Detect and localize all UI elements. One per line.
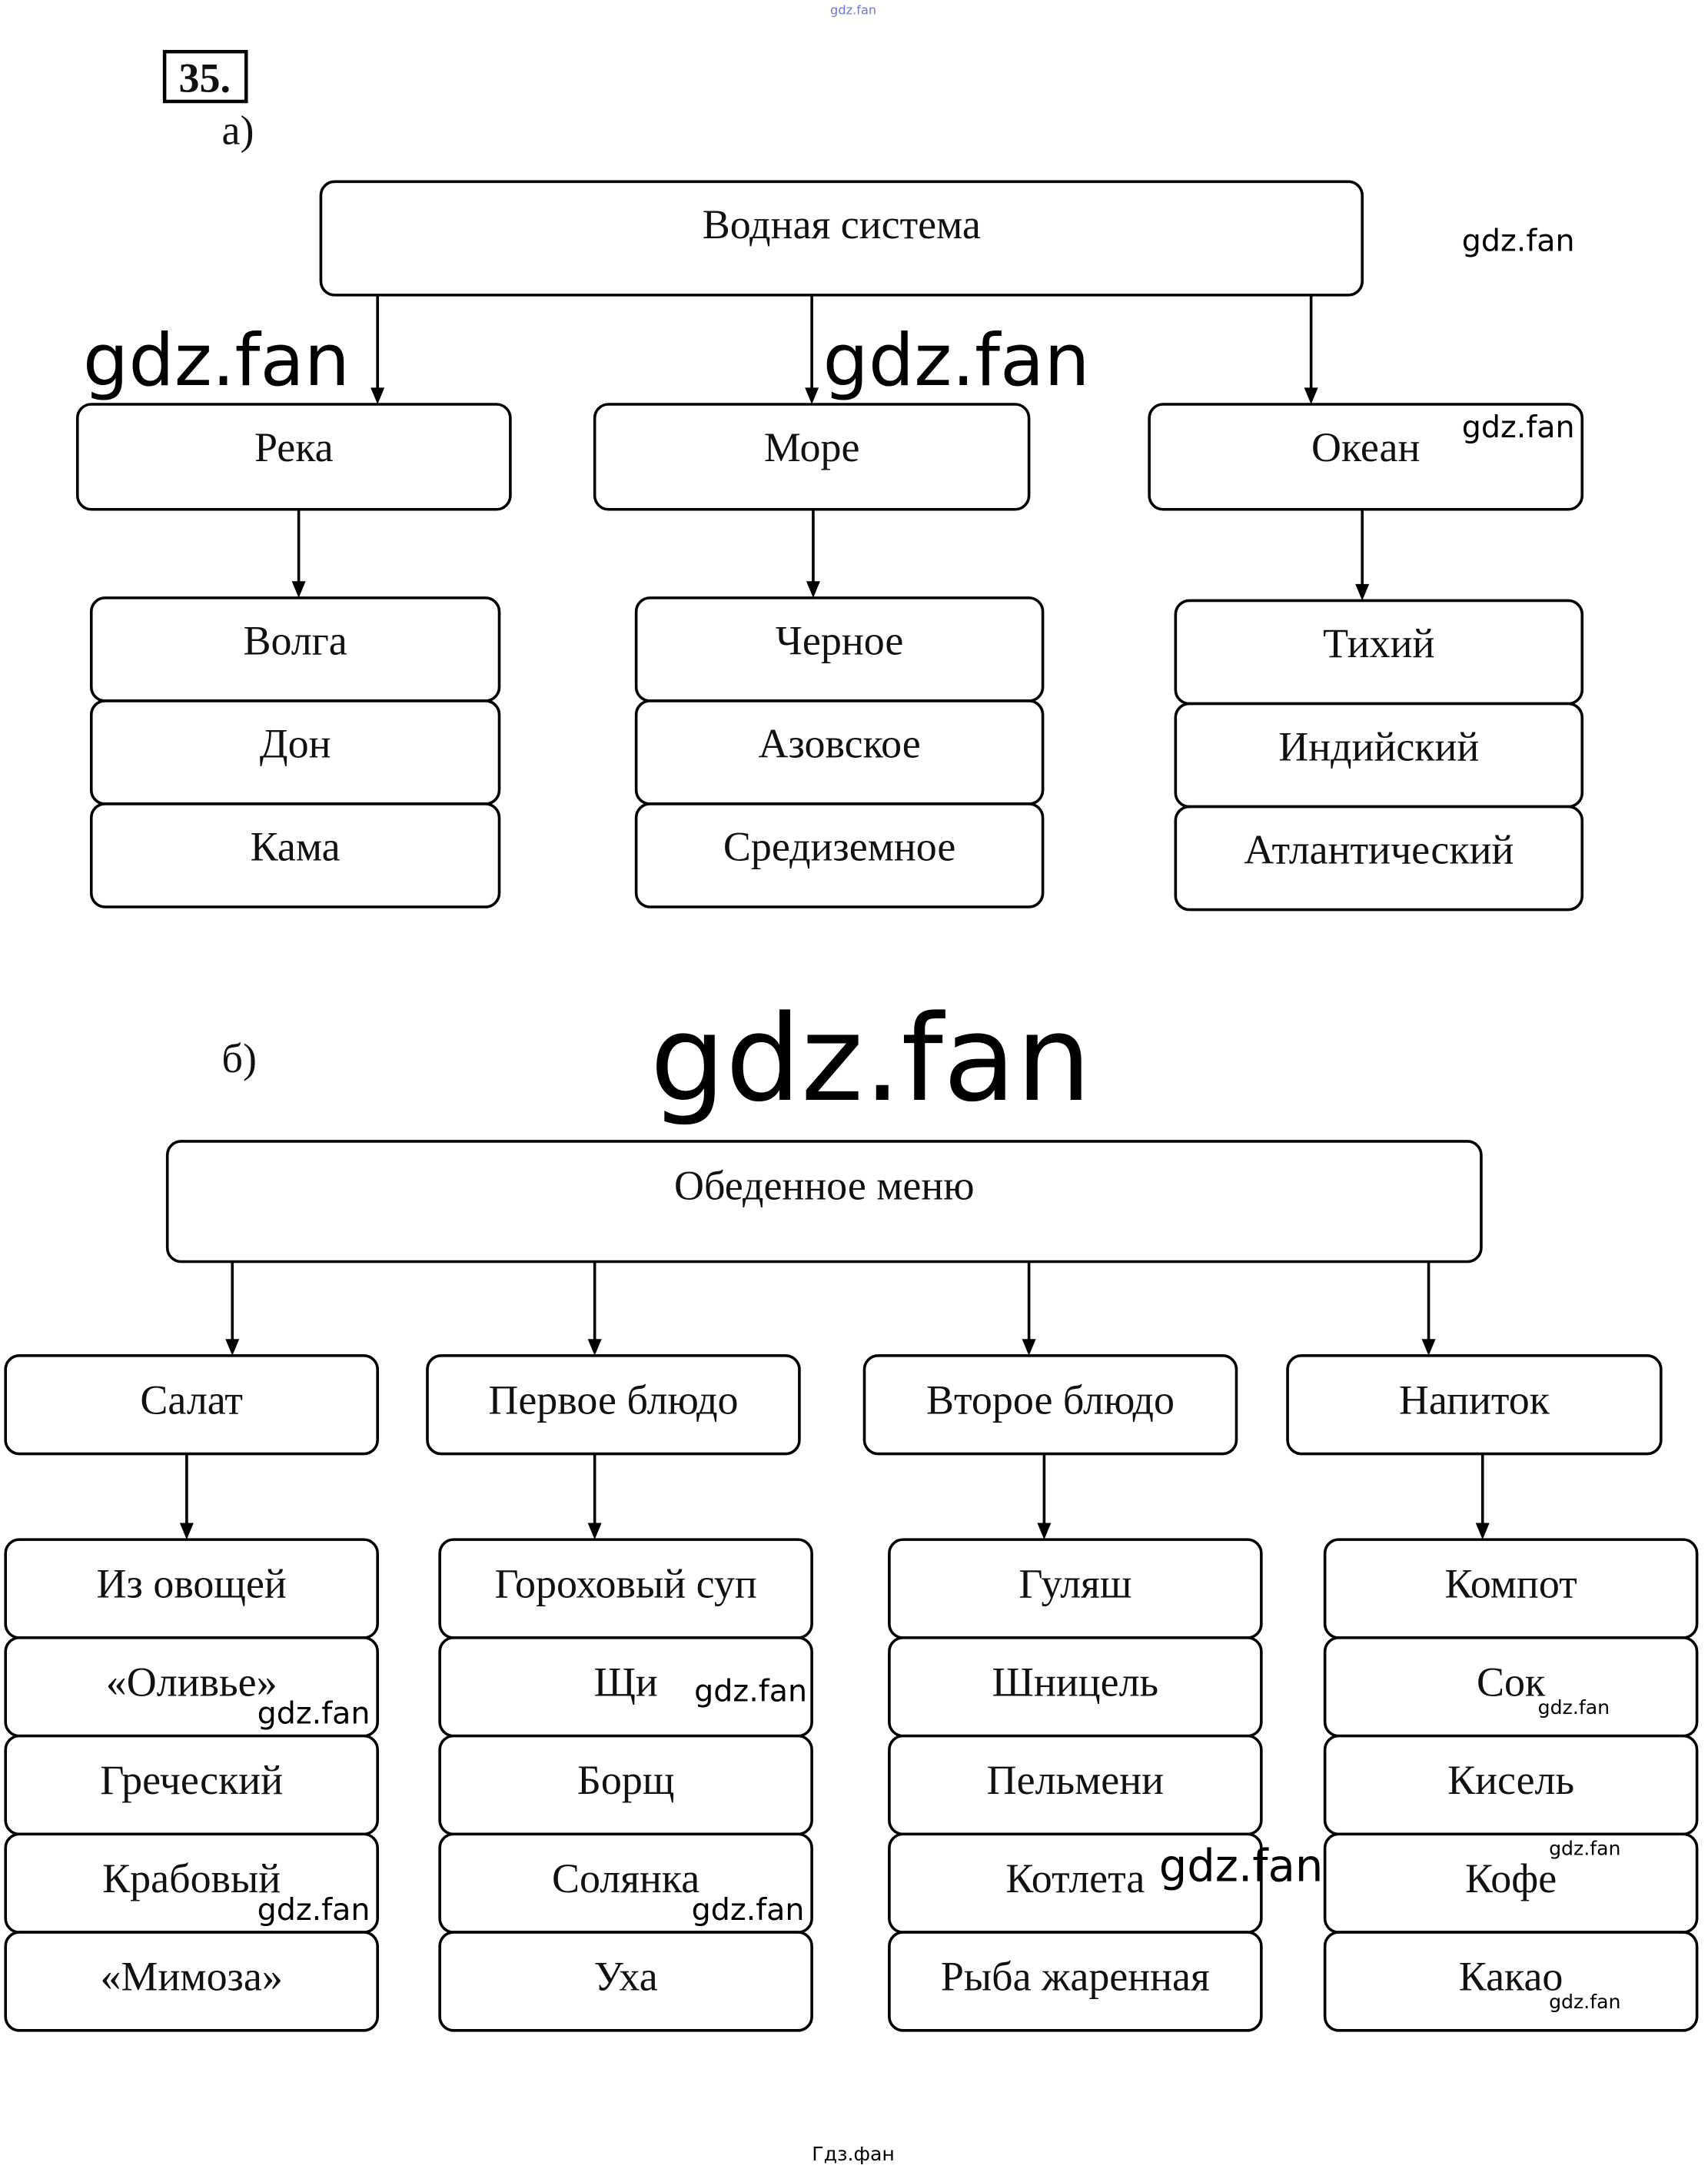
arrow-head-icon xyxy=(225,1339,240,1356)
group-a-0-box xyxy=(75,403,512,511)
item-b-1-3-label: Солянка xyxy=(552,1855,699,1901)
arrow-head-icon xyxy=(179,1523,194,1540)
item-b-1-1-label: Щи xyxy=(593,1659,657,1705)
part-a-label: а) xyxy=(221,108,254,154)
arrow-head-icon xyxy=(805,387,819,404)
group-b-3-box xyxy=(1286,1354,1663,1456)
item-b-1-0-label: Гороховый суп xyxy=(495,1561,757,1607)
group-a-2-box xyxy=(1148,403,1584,511)
item-b-0-4-label: «Мимоза» xyxy=(101,1954,283,2000)
item-b-3-3-label: Кофе xyxy=(1465,1855,1557,1901)
item-b-1-4-box xyxy=(438,1931,813,2032)
item-b-2-0-label: Гуляш xyxy=(1018,1561,1131,1607)
watermark-text: gdz.fan xyxy=(1549,1991,1620,2013)
item-b-0-4-box xyxy=(4,1931,379,2032)
arrow-head-icon xyxy=(1355,583,1370,601)
root-b-label: Обеденное меню xyxy=(674,1163,975,1209)
item-b-3-2-label: Кисель xyxy=(1447,1757,1574,1803)
item-b-2-4-label: Рыба жаренная xyxy=(941,1954,1210,2000)
arrow-head-icon xyxy=(1304,387,1318,404)
item-b-1-2-label: Борщ xyxy=(577,1757,675,1803)
item-b-0-0-label: Из овощей xyxy=(97,1561,287,1607)
watermark-text: gdz.fan xyxy=(258,1695,371,1731)
item-a-0-2-label: Кама xyxy=(251,824,341,870)
group-b-0-box xyxy=(4,1354,379,1456)
group-b-1-box xyxy=(426,1354,801,1456)
watermark-text: gdz.fan xyxy=(694,1674,807,1709)
group-b-0-label: Салат xyxy=(140,1377,243,1423)
group-b-2-label: Второе блюдо xyxy=(926,1377,1175,1423)
group-b-2-box xyxy=(862,1354,1238,1456)
watermark-text: gdz.fan xyxy=(1462,223,1575,258)
item-b-2-1-label: Шницель xyxy=(992,1659,1159,1705)
item-a-0-1-label: Дон xyxy=(260,721,331,767)
item-b-2-3-label: Котлета xyxy=(1005,1855,1145,1901)
item-b-1-4-label: Уха xyxy=(594,1954,658,2000)
item-a-1-2-box xyxy=(634,802,1045,908)
item-a-0-0-label: Волга xyxy=(243,618,347,664)
item-a-1-0-label: Черное xyxy=(776,618,904,664)
watermark-text: gdz.fan xyxy=(823,319,1090,403)
task-number: 35. xyxy=(179,55,231,101)
item-b-3-4-box xyxy=(1323,1931,1699,2032)
watermark-text: gdz.fan xyxy=(1462,410,1575,445)
item-a-2-1-label: Индийский xyxy=(1278,723,1479,769)
item-b-2-4-box xyxy=(888,1931,1263,2032)
item-a-2-0-label: Тихий xyxy=(1323,620,1434,666)
item-b-3-4-label: Какао xyxy=(1459,1954,1563,2000)
item-b-0-1-label: «Оливье» xyxy=(106,1659,277,1705)
group-a-1-label: Море xyxy=(764,424,860,470)
group-b-1-label: Первое блюдо xyxy=(488,1377,738,1423)
item-b-3-0-label: Компот xyxy=(1445,1561,1577,1607)
arrow-head-icon xyxy=(1022,1339,1036,1356)
item-b-0-3-label: Крабовый xyxy=(102,1855,281,1901)
root-a-label: Водная система xyxy=(703,201,981,247)
group-b-3-label: Напиток xyxy=(1399,1377,1550,1423)
item-b-3-1-label: Сок xyxy=(1477,1659,1546,1705)
top-watermark: gdz.fan xyxy=(830,3,876,18)
group-a-0-label: Река xyxy=(254,424,334,470)
watermark-text: gdz.fan xyxy=(1538,1696,1610,1719)
watermark-text: gdz.fan xyxy=(83,319,350,403)
item-a-0-2-box xyxy=(89,802,501,908)
item-b-2-2-label: Пельмени xyxy=(987,1757,1164,1803)
task-number-box xyxy=(162,49,248,104)
item-a-2-2-box xyxy=(1174,805,1584,912)
watermark-text: gdz.fan xyxy=(1549,1837,1620,1859)
arrow-head-icon xyxy=(806,581,820,598)
part-b-label: б) xyxy=(222,1035,257,1081)
arrow-head-icon xyxy=(587,1523,602,1540)
root-a-box xyxy=(319,180,1364,297)
footer-text: Гдз.фан xyxy=(812,2143,895,2165)
watermark-text: gdz.fan xyxy=(258,1892,371,1928)
watermark-text: gdz.fan xyxy=(650,990,1092,1128)
arrow-head-icon xyxy=(371,387,385,404)
arrow-head-icon xyxy=(291,581,306,598)
item-a-2-2-label: Атлантический xyxy=(1244,826,1514,872)
item-a-1-2-label: Средиземное xyxy=(723,824,955,870)
group-a-2-label: Океан xyxy=(1311,424,1420,470)
arrow-head-icon xyxy=(1475,1523,1490,1540)
watermark-text: gdz.fan xyxy=(1159,1841,1324,1892)
arrow-head-icon xyxy=(587,1339,602,1356)
root-b-box xyxy=(165,1140,1483,1264)
item-b-0-2-label: Греческий xyxy=(100,1757,283,1803)
arrow-head-icon xyxy=(1421,1339,1436,1356)
watermark-text: gdz.fan xyxy=(692,1892,805,1928)
arrow-head-icon xyxy=(1037,1523,1052,1540)
item-a-1-1-label: Азовское xyxy=(759,721,921,767)
